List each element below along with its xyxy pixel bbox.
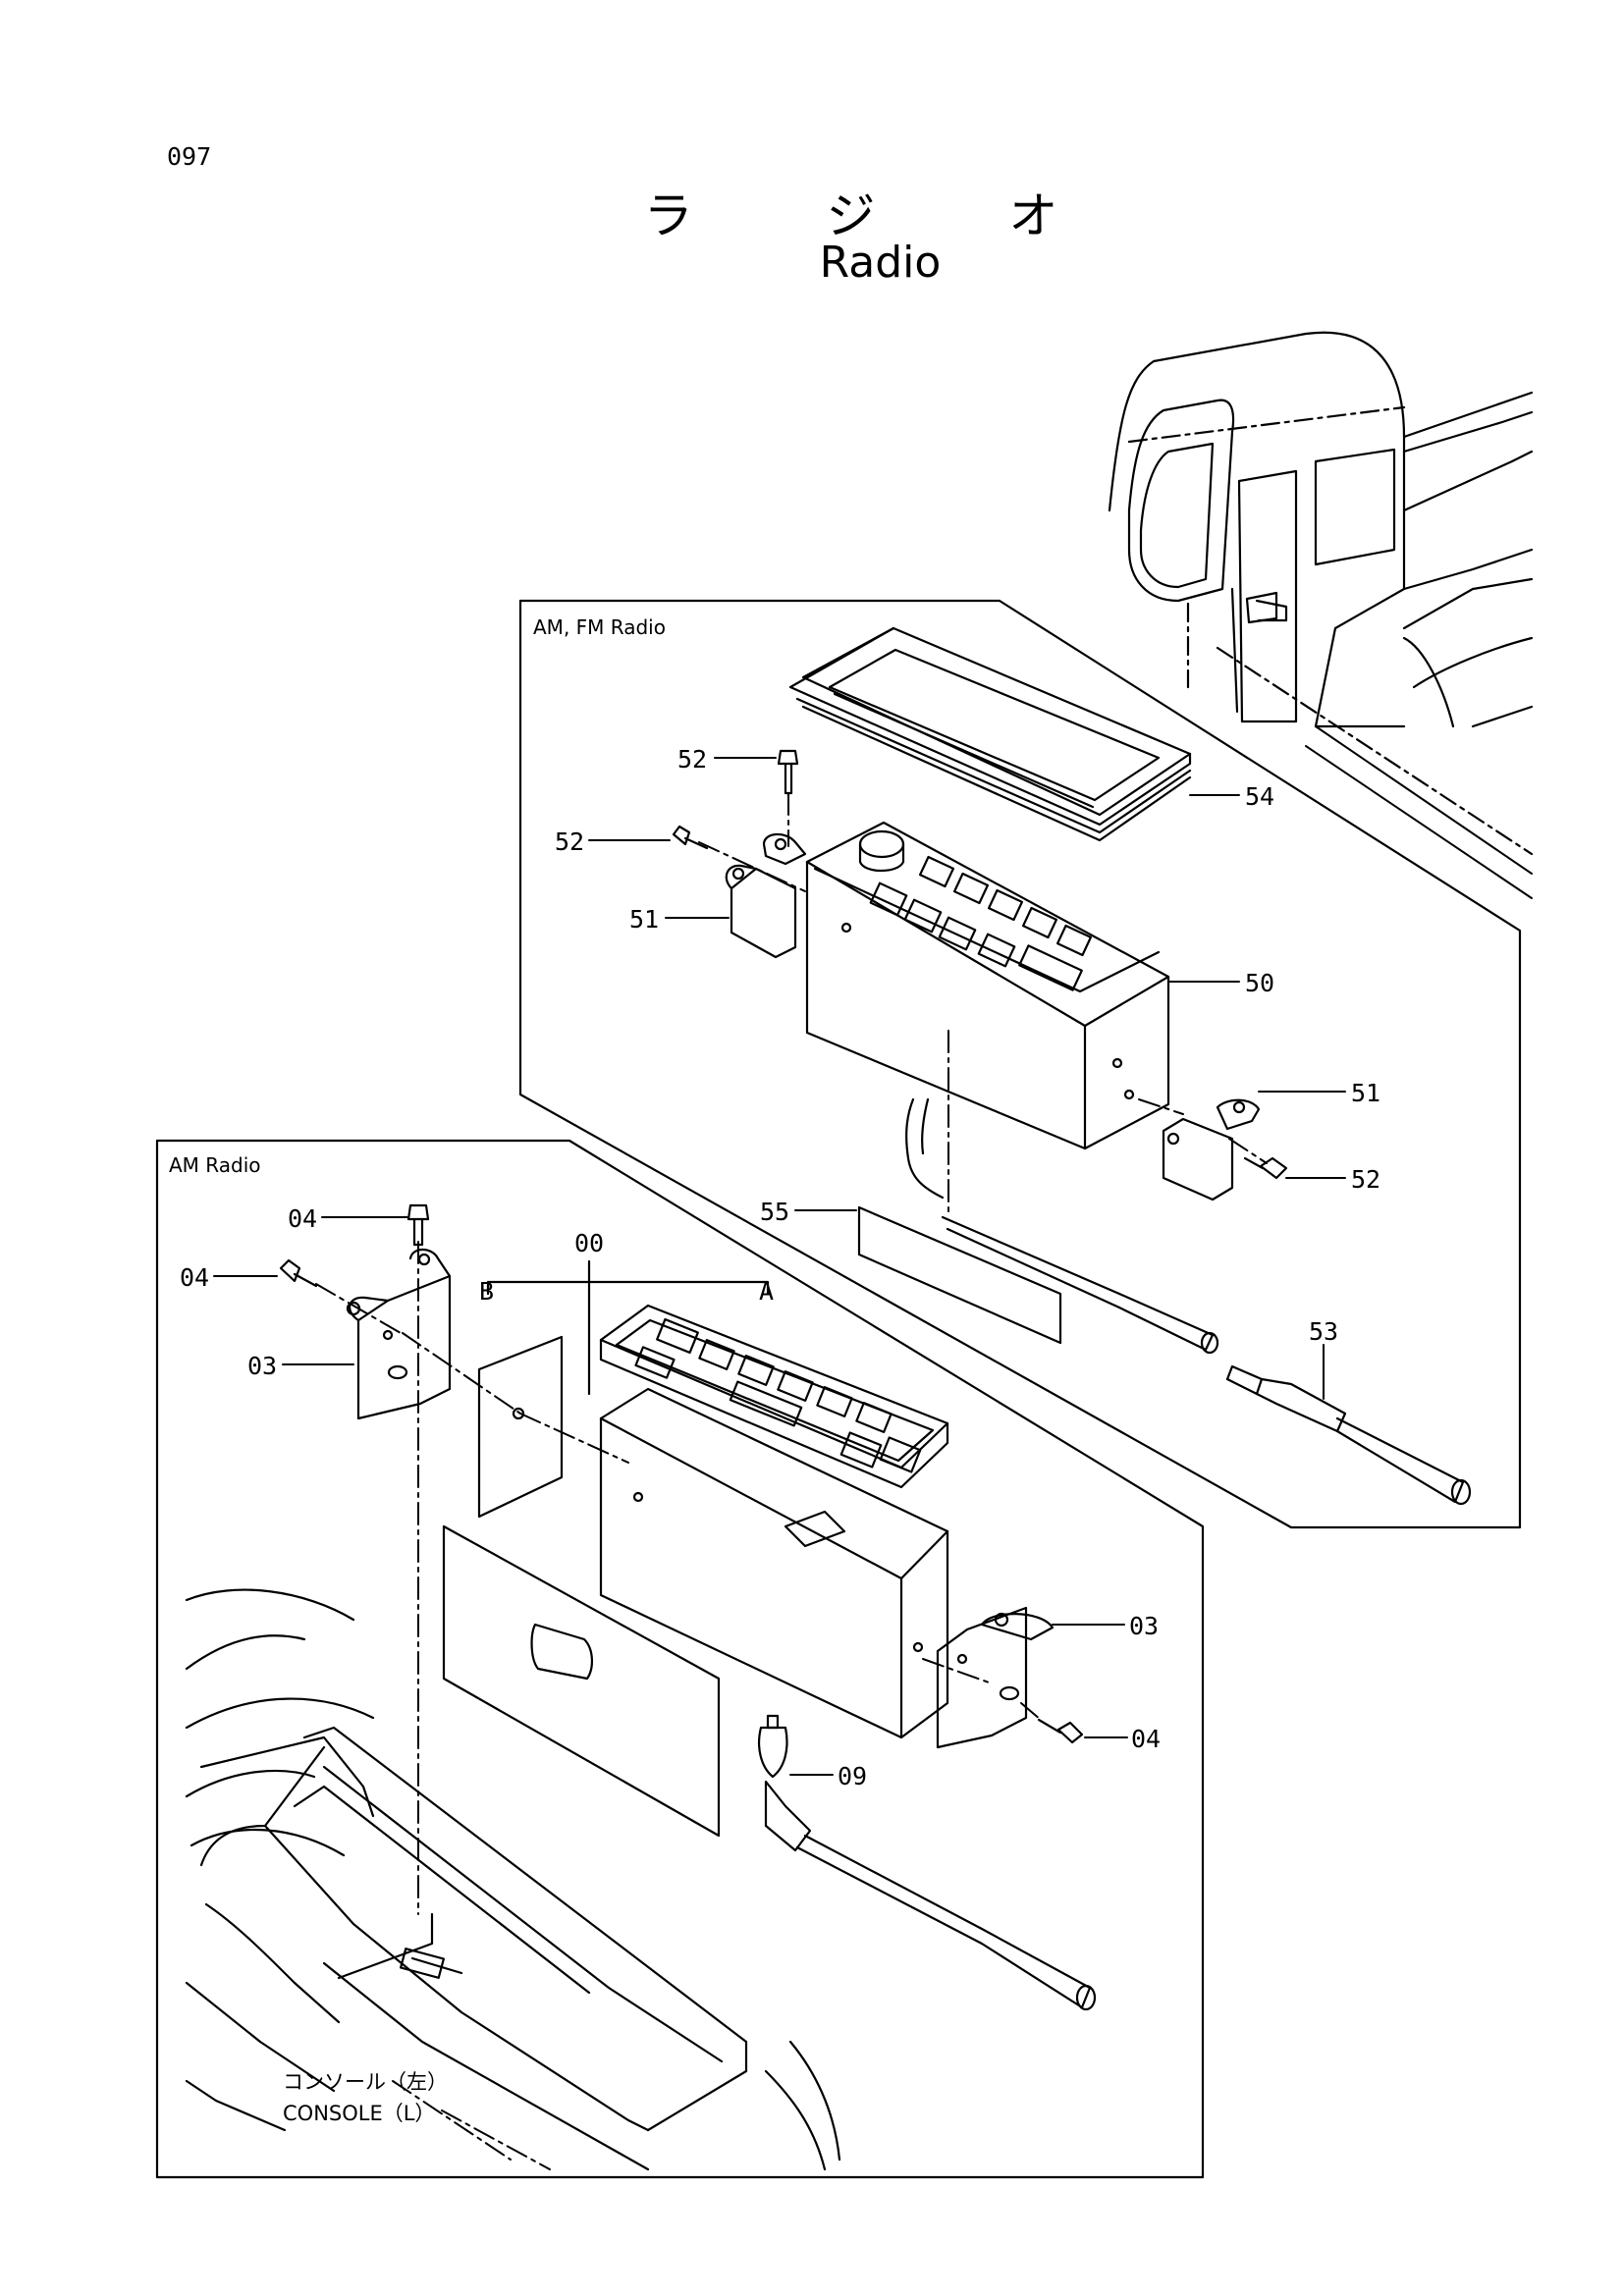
antenna-cable-part-53	[1225, 1364, 1472, 1506]
title-english: Radio	[819, 238, 942, 288]
title-japanese: ラ ジ オ	[643, 187, 1117, 244]
screw-part-04-left	[279, 1258, 318, 1288]
bracket-part-51-right	[1162, 1098, 1261, 1201]
callout-52-left: 52	[555, 828, 584, 856]
console-label-jp: コンソール（左）	[283, 2070, 448, 2094]
callout-54: 54	[1245, 782, 1274, 811]
plate-b-hole	[512, 1407, 525, 1420]
screw-part-04-right	[1037, 1718, 1084, 1744]
callout-03-right: 03	[1129, 1612, 1159, 1640]
callout-52-right: 52	[1351, 1165, 1380, 1194]
bezel-part-54	[788, 626, 1192, 842]
box-title-am: AM Radio	[169, 1153, 261, 1177]
callout-04-left: 04	[180, 1263, 209, 1292]
screw-part-52-right	[1243, 1156, 1288, 1180]
callout-51-left: 51	[629, 905, 659, 934]
screw-part-52-left	[672, 825, 709, 850]
radio-body-am	[599, 1304, 949, 1739]
antenna-plug-part-09	[757, 1714, 1097, 2011]
frame-am-radio	[155, 1139, 1205, 2179]
callout-53: 53	[1309, 1317, 1338, 1346]
assembly-lines	[315, 792, 1268, 2170]
box-title-am-fm: AM, FM Radio	[533, 615, 666, 639]
console-left-illustration	[185, 1588, 841, 2171]
bracket-ab-line	[486, 1280, 770, 1296]
plate-part-b	[477, 1335, 564, 1519]
callout-52-top: 52	[677, 745, 707, 774]
callout-04-right: 04	[1131, 1725, 1161, 1753]
cover-panel	[442, 1524, 721, 1838]
excavator-cab-illustration	[1108, 331, 1534, 899]
cable-upper	[905, 1097, 1219, 1355]
page-number: 097	[167, 142, 212, 171]
callout-50: 50	[1245, 969, 1274, 997]
callout-03-left: 03	[247, 1352, 277, 1380]
bracket-part-03-right	[936, 1606, 1055, 1749]
callout-b: B	[479, 1277, 494, 1306]
radio-body-part-50	[805, 821, 1170, 1150]
leader-lines	[213, 757, 1346, 1776]
console-label-en: CONSOLE（L）	[283, 2102, 435, 2125]
screw-part-52-top	[777, 749, 799, 795]
callout-51-right: 51	[1351, 1079, 1380, 1107]
bracket-part-03-left	[346, 1248, 452, 1420]
frame-am-fm-radio	[518, 599, 1522, 1529]
callout-a: A	[759, 1277, 774, 1306]
screw-part-04-top	[406, 1203, 430, 1247]
callout-09: 09	[838, 1762, 867, 1790]
callout-55: 55	[760, 1198, 789, 1226]
bracket-part-51-left	[725, 832, 807, 959]
callout-04-top: 04	[288, 1204, 317, 1233]
callout-00: 00	[574, 1229, 604, 1257]
plate-part-55	[857, 1205, 1062, 1345]
